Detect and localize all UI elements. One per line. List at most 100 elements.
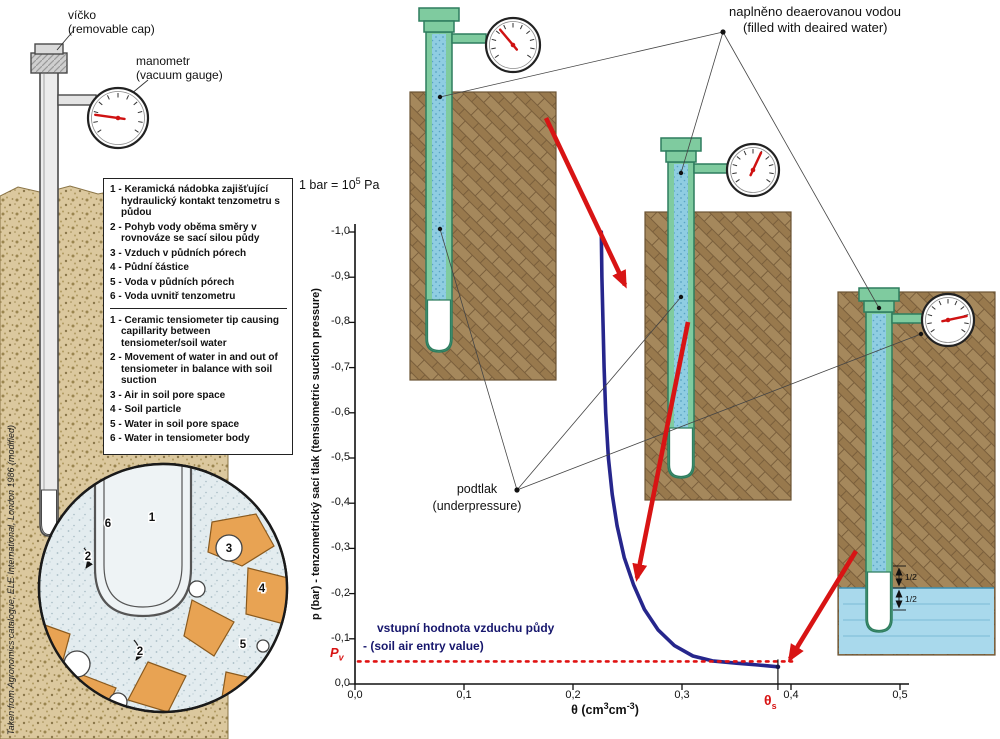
- gauge-arm: [693, 163, 729, 174]
- pointer-line: [516, 333, 922, 491]
- gauge-hub: [945, 317, 951, 323]
- gauge-arm-left: [57, 94, 97, 106]
- detail-cup-wall-inner: [103, 465, 183, 608]
- gauge-arm: [891, 313, 925, 324]
- gauge-tick: [106, 95, 110, 100]
- gauge-tick: [93, 121, 98, 123]
- y-tick-label: -0,9: [331, 270, 350, 283]
- detail-number: 2: [137, 646, 143, 658]
- legend-item-en: 3 - Air in soil pore space: [110, 389, 226, 401]
- gauge-label-cz: manometr: [136, 54, 191, 68]
- legend-item-cz: 4 - Půdní částice: [110, 262, 189, 273]
- gauge-tick: [743, 150, 747, 156]
- y-tick-label: -0,2: [331, 586, 350, 599]
- filled-label-en: (filled with deaired water): [743, 20, 888, 35]
- cap-collar: [665, 150, 697, 163]
- gauge-tick: [961, 329, 966, 333]
- water-column: [432, 34, 446, 300]
- pointer-line: [439, 228, 518, 491]
- gauge-hub: [510, 42, 516, 48]
- gauge-tick: [503, 24, 507, 30]
- gauge-tick: [527, 54, 532, 59]
- gauge-tick: [93, 111, 99, 114]
- gauge-label: manometr (vacuum gauge): [136, 54, 223, 82]
- pointer-dot: [678, 170, 684, 176]
- filled-label-cz: naplněno deaerovanou vodou: [729, 4, 902, 19]
- cap-pointer-line: [56, 29, 75, 51]
- vacuum-gauge: [725, 142, 781, 198]
- gauge-tick: [133, 101, 138, 106]
- x-axis-label: θ (cm3cm-3): [571, 701, 639, 718]
- y-tick-label: -0,7: [331, 360, 350, 373]
- underpressure-label-en: (underpressure): [432, 499, 522, 513]
- gauge-dial-ring: [925, 297, 971, 343]
- legend-item-en: 5 - Water in soil pore space: [110, 418, 240, 430]
- gauge-tick: [529, 38, 535, 41]
- pointer-dot: [437, 226, 443, 232]
- gauge-tick: [931, 306, 936, 310]
- gauge-tick: [766, 179, 771, 183]
- gauge-tick: [927, 314, 933, 317]
- cap-label-cz: víčko: [68, 8, 97, 22]
- label-bullet-underpressure: [514, 487, 520, 493]
- curve-end-point: [775, 664, 781, 670]
- detail-number: 4: [259, 583, 266, 595]
- x-tick-label: 0,3: [674, 689, 690, 701]
- gauge-tick: [98, 101, 103, 106]
- vacuum-gauge: [484, 16, 542, 74]
- air-entry-label-en: - (soil air entry value): [363, 639, 484, 653]
- red-arrow: [632, 321, 691, 582]
- legend-item-cz: 3 - Vzduch v půdních pórech: [110, 247, 247, 259]
- red-arrow: [787, 549, 858, 663]
- detail-number: 5: [240, 639, 247, 651]
- label-bullet-filled: [720, 29, 726, 35]
- ceramic-cup: [668, 427, 694, 478]
- gauge-tick: [134, 129, 139, 133]
- soil-particle: [245, 567, 286, 625]
- legend-item-en: 1 - Ceramic tensiometer tip causing capi…: [110, 314, 279, 349]
- y-tick-label: -0,1: [331, 631, 350, 644]
- x-tick-label: 0,0: [347, 689, 363, 701]
- source-credit: Taken from Agronomics catalogue, ELE Int…: [6, 424, 16, 735]
- ceramic-cup: [866, 571, 892, 632]
- pointer-line: [439, 31, 724, 98]
- air-entry-pressure-symbol: Pv: [330, 645, 344, 663]
- legend-item-cz: 1 - Keramická nádobka zajišťující hydrau…: [110, 184, 280, 218]
- gauge-tick: [138, 121, 143, 123]
- gauge-tick: [927, 322, 932, 325]
- pointer-line: [516, 296, 682, 491]
- x-tick-label: 0,2: [565, 689, 581, 701]
- gauge-tick: [732, 172, 737, 175]
- half-mark-label: 1/2: [905, 572, 917, 582]
- flow-arrow: [133, 639, 143, 661]
- detail-number: 2: [85, 551, 91, 563]
- legend-czech: 1 - Keramická nádobka zajišťující hydrau…: [110, 184, 287, 303]
- legend-item-en: 4 - Soil particle: [110, 404, 182, 415]
- detail-circle-outline: [37, 462, 289, 714]
- underpressure-label: podtlak (underpressure): [420, 481, 534, 515]
- pointer-dot: [918, 331, 924, 337]
- gauge-tick: [765, 156, 770, 160]
- legend-english: 1 - Ceramic tensiometer tip causing capi…: [110, 307, 287, 445]
- cap-body: [30, 52, 68, 74]
- gauge-label-en: (vacuum gauge): [136, 68, 223, 82]
- gauge-tick: [491, 47, 496, 50]
- tensiometer-cap: [660, 137, 702, 152]
- gauge-tick: [938, 300, 942, 306]
- gauge-tick: [137, 111, 143, 114]
- gauge-tick: [735, 179, 740, 183]
- legend-item-cz: 2 - Pohyb vody oběma směry v rovnováze s…: [110, 221, 260, 245]
- tensiometer-dry-soil: [409, 7, 557, 381]
- cap-collar: [423, 20, 455, 33]
- gauge-dial-ring: [730, 147, 776, 193]
- cap-lid: [34, 43, 64, 55]
- flow-arrow: [83, 547, 93, 569]
- gauge-tick: [494, 54, 499, 59]
- vacuum-gauge: [920, 292, 976, 348]
- filled-with-water-label: naplněno deaerovanou vodou (filled with …: [729, 4, 901, 36]
- gauge-tick: [97, 129, 102, 133]
- gauge-tick: [930, 329, 935, 333]
- y-tick-label: -1,0: [331, 225, 350, 237]
- gauge-hub: [750, 167, 756, 173]
